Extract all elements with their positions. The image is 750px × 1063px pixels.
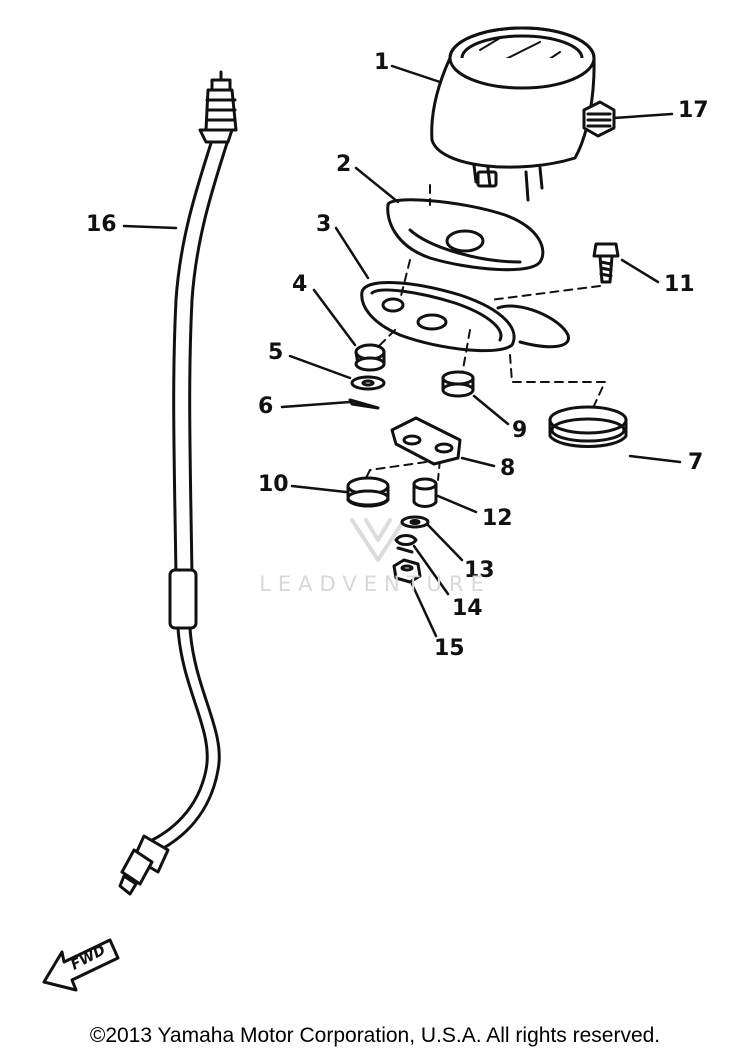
callout-16: 16: [86, 212, 117, 237]
callout-11: 11: [664, 272, 695, 297]
spring-washer-14: [394, 534, 418, 554]
callout-2: 2: [336, 152, 352, 177]
grommet-10: [346, 476, 390, 508]
watermark-text: LEADVENTURE: [259, 572, 491, 596]
callout-4: 4: [292, 272, 308, 297]
washer-13: [400, 515, 430, 529]
ring-7: [548, 405, 628, 448]
callout-13: 13: [464, 558, 495, 583]
meter-assembly: [430, 26, 596, 202]
meter-case-3: [360, 281, 570, 353]
watermark-logo: [350, 518, 406, 562]
fwd-arrow: [42, 938, 120, 992]
callout-5: 5: [268, 340, 284, 365]
bracket-8: [390, 416, 462, 466]
collar-12: [412, 477, 438, 508]
callout-17: 17: [678, 98, 709, 123]
callout-6: 6: [258, 394, 274, 419]
callout-14: 14: [452, 596, 483, 621]
washer-5: [350, 375, 386, 391]
grommet-4: [354, 343, 386, 372]
bolt-11: [592, 242, 620, 284]
grommet-9: [441, 370, 475, 398]
callout-9: 9: [512, 418, 528, 443]
nut-15: [392, 558, 422, 584]
callout-10: 10: [258, 472, 289, 497]
speedometer-cable: [118, 70, 238, 896]
meter-cover-2: [386, 198, 545, 272]
copyright-notice: ©2013 Yamaha Motor Corporation, U.S.A. A…: [89, 1024, 661, 1047]
callout-7: 7: [688, 450, 704, 475]
leader-lines: [122, 64, 682, 638]
bolt-17: [582, 100, 616, 138]
callout-15: 15: [434, 636, 465, 661]
callout-12: 12: [482, 506, 513, 531]
pin-6: [348, 398, 380, 410]
callout-3: 3: [316, 212, 332, 237]
callout-8: 8: [500, 456, 516, 481]
callout-1: 1: [374, 50, 390, 75]
